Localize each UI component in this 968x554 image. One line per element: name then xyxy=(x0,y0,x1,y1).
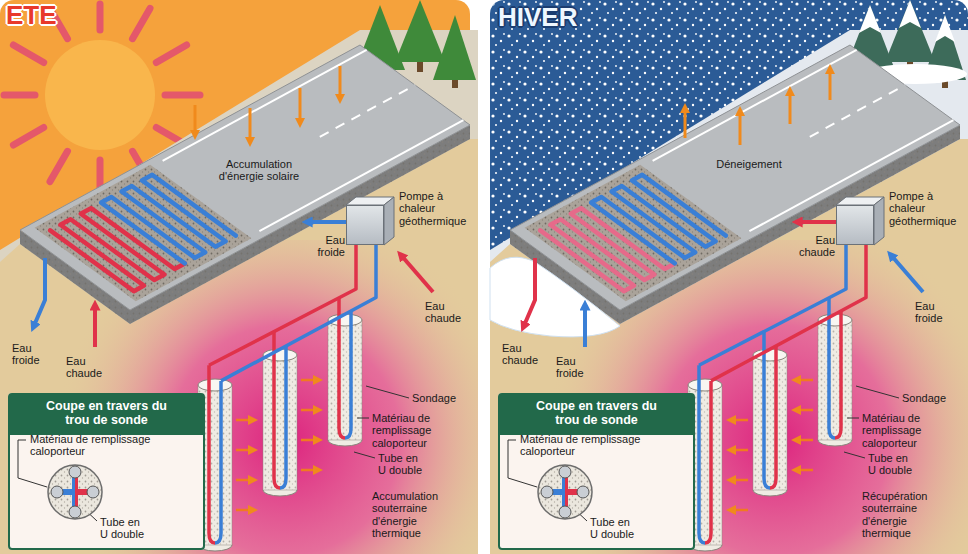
heat-pump-housing xyxy=(346,197,394,245)
heat-arrows xyxy=(730,380,813,510)
inset-label: Tube en U double xyxy=(100,516,148,541)
hot-pipe xyxy=(400,254,433,292)
heat-arrow xyxy=(236,479,254,482)
melt-arrow xyxy=(739,110,742,145)
callout-label: Déneigement xyxy=(705,158,793,170)
cold-pipe xyxy=(890,254,923,292)
pump-label: Pompe à chaleur géothermique xyxy=(889,190,961,227)
hot-pipe xyxy=(796,220,836,224)
inset-heading: Coupe en travers du trou de sonde xyxy=(41,399,172,428)
road xyxy=(20,45,470,324)
summer-scene xyxy=(0,0,478,554)
melt-arrow xyxy=(789,90,792,124)
inset-label: Matériau de remplissage caloporteur xyxy=(520,433,645,458)
hot-pipe xyxy=(523,258,535,328)
melt-arrows xyxy=(685,68,830,145)
callout-label: Eau froide xyxy=(915,300,961,325)
inset-label: Tube en U double xyxy=(590,516,638,541)
heat-arrow xyxy=(301,439,319,442)
heat-arrow xyxy=(730,419,748,422)
callout-label: Eau chaude xyxy=(425,300,471,325)
callout-label: Eau froide xyxy=(300,234,345,259)
heat-arrow xyxy=(236,419,254,422)
hot-circuit xyxy=(705,245,866,543)
heat-arrow xyxy=(795,379,813,382)
callout-label: Sondage xyxy=(902,392,960,404)
road xyxy=(510,45,960,324)
callout-label: Eau chaude xyxy=(790,234,835,259)
section-inset: Coupe en travers du trou de sondeMatéria… xyxy=(8,393,205,550)
heat-arrow xyxy=(795,439,813,442)
cold-pipe xyxy=(33,258,45,328)
callout-label: Récupération souterraine d'énergie therm… xyxy=(862,490,958,539)
melt-arrow xyxy=(829,68,832,100)
callout-label: Eau froide xyxy=(12,342,52,367)
snow-cap xyxy=(859,5,881,33)
heat-arrow xyxy=(730,449,748,452)
solar-arrow xyxy=(299,88,302,124)
inset-label: Matériau de remplissage caloporteur xyxy=(30,433,155,458)
heating-coil xyxy=(591,175,726,264)
label-layer: Accumulation d'énergie solaireEau froide… xyxy=(0,0,478,554)
inset-heading: Coupe en travers du trou de sonde xyxy=(531,399,662,428)
heating-coil xyxy=(101,175,236,264)
melt-arrow xyxy=(684,107,687,138)
cold-circuit xyxy=(215,245,376,543)
snow-cap xyxy=(935,15,955,42)
section-inset: Coupe en travers du trou de sondeMatéria… xyxy=(498,393,695,550)
heat-arrow xyxy=(795,409,813,412)
callout-label: Matériau de remplissage caloporteur xyxy=(372,412,464,449)
solar-arrow xyxy=(249,108,252,143)
pump-label: Pompe à chaleur géothermique xyxy=(399,190,471,227)
heat-arrow xyxy=(301,469,319,472)
sun xyxy=(45,40,155,150)
cold-circuit xyxy=(699,245,846,543)
season-title: ETE xyxy=(6,2,146,28)
callout-label: Accumulation d'énergie solaire xyxy=(215,158,303,183)
section-drawing xyxy=(498,393,695,550)
solar-arrow xyxy=(194,105,197,136)
section-drawing xyxy=(8,393,205,550)
callout-label: Eau froide xyxy=(556,355,602,380)
snow-cap xyxy=(899,0,921,28)
heat-pump-housing xyxy=(836,197,884,245)
hot-circuit xyxy=(209,245,356,543)
snow-bank xyxy=(490,257,620,337)
solar-arrow xyxy=(339,66,342,100)
solar-arrows xyxy=(195,66,340,143)
cold-pipe xyxy=(583,304,587,347)
season-title: HIVER xyxy=(498,4,658,30)
heat-arrow xyxy=(730,509,748,512)
heat-arrow xyxy=(301,409,319,412)
heat-arrow xyxy=(236,509,254,512)
callout-label: Eau chaude xyxy=(66,355,112,380)
winter-scene xyxy=(490,0,968,554)
heat-arrow xyxy=(301,379,319,382)
cold-pipe xyxy=(306,220,346,224)
callout-label: Sondage xyxy=(412,392,470,404)
callout-label: Accumulation souterraine d'énergie therm… xyxy=(372,490,468,539)
hot-pipe xyxy=(93,304,97,347)
heat-arrows xyxy=(236,380,319,510)
callout-label: Tube en U double xyxy=(868,452,916,477)
heat-arrow xyxy=(795,469,813,472)
heat-arrow xyxy=(730,479,748,482)
heat-arrow xyxy=(236,449,254,452)
heat-pump-box: Pompe à chaleur géothermique xyxy=(346,205,384,245)
heat-pump-box: Pompe à chaleur géothermique xyxy=(836,205,874,245)
callout-label: Matériau de remplissage caloporteur xyxy=(862,412,954,449)
callout-label: Tube en U double xyxy=(378,452,426,477)
callout-label: Eau chaude xyxy=(502,342,542,367)
label-layer: DéneigementEau chaudeEau froideEau chaud… xyxy=(490,0,968,554)
